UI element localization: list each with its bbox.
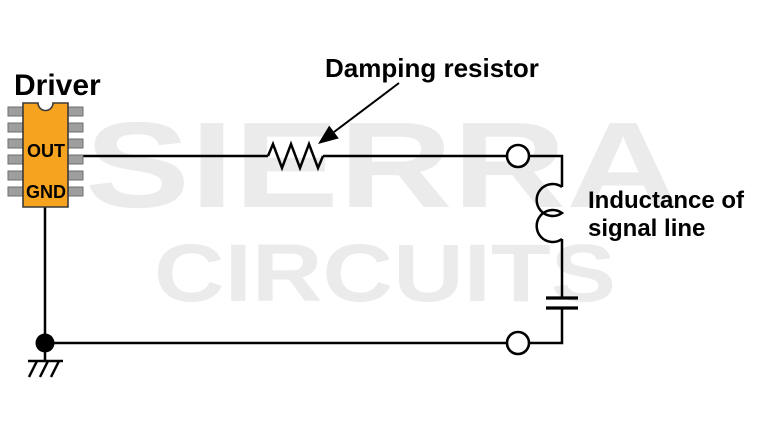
watermark-sierra-text: SIERRA: [85, 97, 680, 233]
chip-pin: [67, 106, 84, 117]
damping-resistor-symbol: [266, 140, 325, 172]
terminal-node-bottom: [505, 330, 531, 356]
chip-pin: [7, 106, 24, 117]
chip-pin: [67, 154, 84, 165]
watermark-circuits-text: CIRCUITS: [154, 228, 616, 319]
chip-pin: [67, 122, 84, 133]
watermark: SIERRA CIRCUITS: [85, 97, 680, 319]
damping-resistor-label: Damping resistor: [325, 53, 539, 83]
chip-pin: [7, 138, 24, 149]
junction-dot: [35, 333, 55, 353]
chip-pin: [7, 122, 24, 133]
return-wire: [45, 308, 564, 345]
inductance-label-line1: Inductance of: [588, 187, 745, 214]
inductor-symbol: [535, 182, 565, 244]
arrow-line: [333, 82, 400, 133]
chip-pin: [7, 186, 24, 197]
inductance-label: Inductance of signal line: [588, 187, 745, 242]
inductance-label-line2: signal line: [588, 215, 705, 242]
chip-pin: [67, 138, 84, 149]
driver-label: Driver: [14, 69, 101, 102]
arrowhead-icon: [318, 125, 339, 144]
chip-pin: [67, 186, 84, 197]
driver-chip-body: [22, 102, 69, 208]
annotation-arrow: [318, 82, 400, 144]
chip-pin: [7, 170, 24, 181]
chip-out-label: OUT: [27, 141, 65, 161]
chip-pin: [67, 170, 84, 181]
signal-wire: [323, 154, 564, 187]
chip-pin: [7, 154, 24, 165]
ground-hatches: [27, 360, 61, 378]
chip-gnd-label: GND: [26, 182, 66, 202]
driver-chip: OUT GND: [7, 102, 84, 208]
terminal-node-top: [505, 143, 531, 169]
